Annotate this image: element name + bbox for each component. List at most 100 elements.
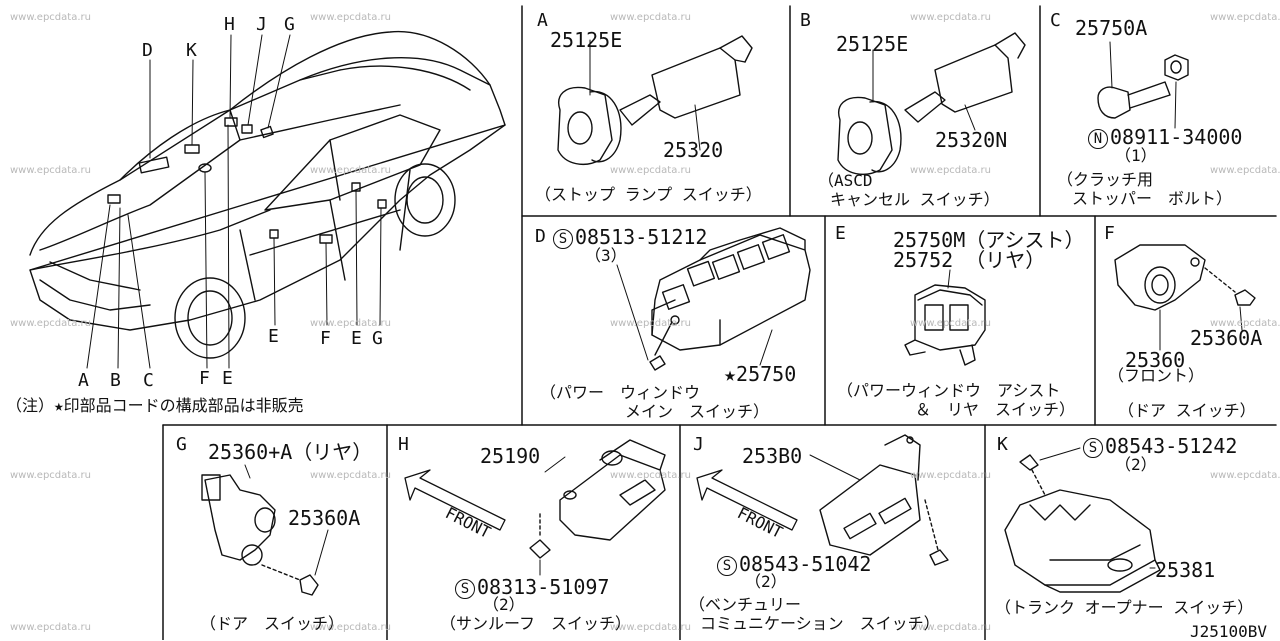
panel-k-letter: K — [997, 434, 1008, 455]
panel-k-qty: （2） — [1115, 455, 1157, 474]
panel-e-part-25752: 25752 （リヤ） — [893, 248, 1046, 272]
watermark: www.epcdata.ru — [610, 12, 691, 23]
watermark: www.epcdata.ru — [910, 165, 991, 176]
panel-j-part-253b0: 253B0 — [742, 444, 803, 468]
part-drawing-d — [616, 227, 811, 371]
callout-g-top: G — [284, 14, 295, 35]
panel-g-letter: G — [176, 434, 187, 455]
watermark: www.epcdata.ru — [610, 318, 691, 329]
panel-h-caption: （サンルーフ スイッチ） — [440, 614, 632, 633]
panel-b-caption-1: （ASCD — [818, 171, 873, 190]
panel-d-qty: （3） — [585, 246, 627, 265]
panel-b-part-25125e: 25125E — [836, 32, 909, 56]
panel-c-letter: C — [1050, 10, 1061, 31]
car-illustration — [29, 30, 506, 369]
panel-d-part-number: 08513-51212 — [575, 225, 708, 249]
panel-d-part-25750: ★25750 — [724, 362, 797, 386]
panel-a-part-25320: 25320 — [663, 138, 724, 162]
callout-e-left: E — [222, 368, 233, 389]
panel-f-letter: F — [1104, 223, 1115, 244]
panel-g-caption: （ドア スイッチ） — [200, 614, 345, 633]
panel-e-caption-1: （パワーウィンドウ アシスト — [837, 381, 1061, 400]
panel-b-letter: B — [800, 10, 811, 31]
watermark: www.epcdata.ru — [910, 318, 991, 329]
callout-d: D — [142, 40, 153, 61]
panel-e-caption-2: ＆ リヤ スイッチ） — [915, 400, 1076, 419]
part-drawing-k — [1004, 447, 1161, 593]
callout-j: J — [256, 14, 267, 35]
watermark: www.epcdata.ru — [1210, 318, 1280, 329]
panel-c-qty: （1） — [1115, 146, 1157, 165]
panel-j-part-number: 08543-51042 — [739, 552, 872, 576]
watermark: www.epcdata.ru — [610, 470, 691, 481]
diagram-id: J25100BV — [1190, 622, 1268, 641]
part-drawing-f — [1114, 244, 1256, 351]
panel-a-caption: （ストップ ランプ スイッチ） — [535, 185, 762, 204]
panel-g-part-25360a: 25360A — [288, 506, 361, 530]
callout-c: C — [143, 370, 154, 391]
callout-e-mid: E — [268, 326, 279, 347]
callout-h: H — [224, 14, 235, 35]
watermark: www.epcdata.ru — [10, 165, 91, 176]
panel-k-part-number: 08543-51242 — [1105, 434, 1238, 458]
part-drawing-b — [837, 32, 1026, 176]
part-drawing-e — [904, 269, 986, 366]
part-drawing-h — [404, 439, 666, 576]
callout-a: A — [78, 370, 89, 391]
panel-c-part-number: 08911-34000 — [1110, 125, 1243, 149]
callout-e-right: E — [351, 328, 362, 349]
n-mark-icon: N — [1088, 128, 1108, 149]
s-mark-icon: S — [717, 555, 737, 576]
part-drawing-g — [201, 464, 329, 596]
watermark: www.epcdata.ru — [1210, 12, 1280, 23]
panel-c-caption-1: （クラッチ用 — [1057, 170, 1154, 189]
panel-b-part-25320n: 25320N — [935, 128, 1008, 152]
callout-f-mid: F — [320, 328, 331, 349]
watermark: www.epcdata.ru — [10, 622, 91, 633]
part-drawing-a — [557, 35, 753, 166]
panel-d-letter: D — [535, 226, 546, 247]
s-mark-icon: S — [553, 228, 573, 249]
watermark: www.epcdata.ru — [910, 12, 991, 23]
panel-d-caption-2: メイン スイッチ） — [625, 402, 770, 421]
watermark: www.epcdata.ru — [1210, 165, 1280, 176]
panel-c-caption-2: ストッパー ボルト） — [1072, 189, 1233, 208]
watermark: www.epcdata.ru — [310, 12, 391, 23]
panel-g-part-25360ra: 25360+A（リヤ） — [208, 440, 373, 464]
part-drawing-c — [1097, 41, 1189, 129]
watermark: www.epcdata.ru — [610, 622, 691, 633]
panel-h-qty: （2） — [483, 595, 525, 614]
panel-j-caption-2: コミュニケーション スイッチ） — [700, 614, 940, 633]
watermark: www.epcdata.ru — [310, 622, 391, 633]
panel-k-caption: （トランク オープナー スイッチ） — [995, 598, 1254, 617]
non-sale-note: （注）★印部品コードの構成部品は非販売 — [6, 396, 304, 415]
panel-j-letter: J — [693, 434, 704, 455]
watermark: www.epcdata.ru — [610, 165, 691, 176]
watermark: www.epcdata.ru — [310, 318, 391, 329]
panel-h-part-number: 08313-51097 — [477, 575, 610, 599]
panel-f-part-25360a: 25360A — [1190, 326, 1263, 350]
panel-k-part-25381: 25381 — [1155, 558, 1216, 582]
panel-a-letter: A — [537, 10, 548, 31]
callout-b: B — [110, 370, 121, 391]
panel-f-front-label: （フロント） — [1108, 366, 1205, 385]
panel-e-letter: E — [835, 223, 846, 244]
panel-d-caption-1: （パワー ウィンドウ — [540, 383, 701, 402]
panel-j-caption-1: （ベンチュリー — [689, 595, 802, 614]
watermark: www.epcdata.ru — [310, 470, 391, 481]
panel-e-part-25750m: 25750M（アシスト） — [893, 228, 1085, 252]
callout-k: K — [186, 40, 197, 61]
panel-a-part-25125e: 25125E — [550, 28, 623, 52]
watermark: www.epcdata.ru — [910, 470, 991, 481]
callout-g-right: G — [372, 328, 383, 349]
panel-b-caption-2: キャンセル スイッチ） — [830, 190, 1000, 209]
panel-c-part-25750a: 25750A — [1075, 16, 1148, 40]
watermark: www.epcdata.ru — [10, 12, 91, 23]
panel-f-part-25360: 25360 — [1125, 348, 1186, 372]
